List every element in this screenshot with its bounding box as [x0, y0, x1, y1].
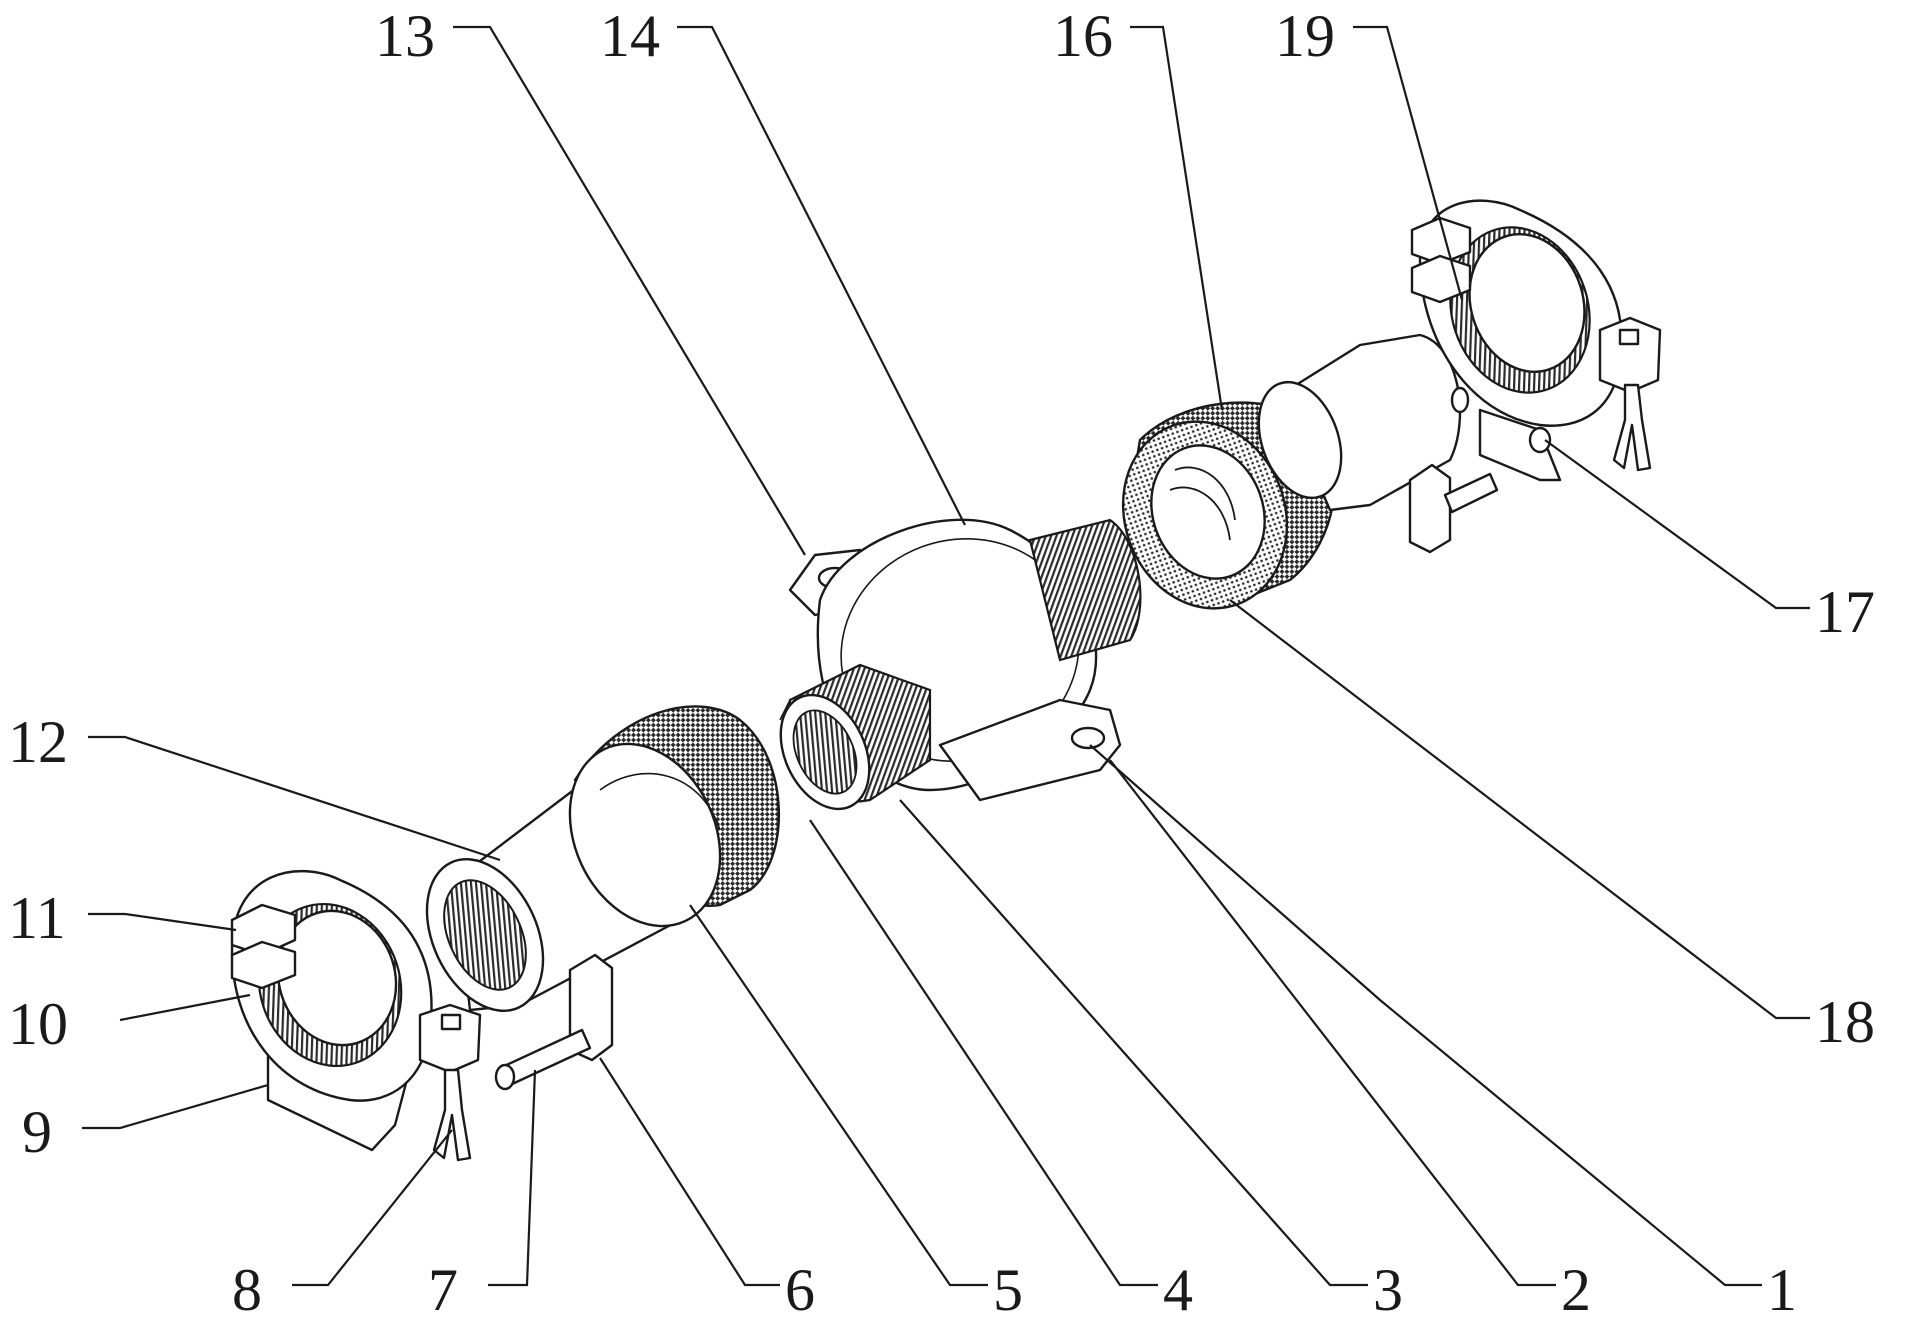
callout-1: 1 [1767, 1257, 1797, 1323]
callout-13: 13 [375, 3, 435, 69]
central-body [763, 506, 1140, 824]
leader-17 [1545, 440, 1810, 608]
leader-16 [1130, 27, 1222, 410]
callout-10: 10 [8, 991, 68, 1057]
leader-5 [690, 905, 988, 1285]
callout-17: 17 [1815, 579, 1875, 645]
callout-16: 16 [1053, 3, 1113, 69]
leader-3 [900, 800, 1368, 1285]
callout-12: 12 [8, 709, 68, 775]
leader-7 [488, 1070, 535, 1285]
lower-flange-hole [1072, 728, 1104, 748]
right-clamp-wing-bolt [1614, 385, 1650, 470]
callout-5: 5 [993, 1257, 1023, 1323]
leader-4 [810, 820, 1158, 1285]
callout-19: 19 [1275, 3, 1335, 69]
leader-18 [1230, 600, 1810, 1018]
left-pipe-pin-end [496, 1065, 514, 1089]
callout-14: 14 [600, 3, 660, 69]
right-clamp-latch-slot [1620, 330, 1638, 344]
right-pipe-stud [1452, 388, 1468, 412]
right-pipe-pin [1445, 474, 1497, 512]
callout-18: 18 [1815, 989, 1875, 1055]
right-clamp-bracket-hole [1530, 428, 1550, 452]
callout-4: 4 [1163, 1257, 1193, 1323]
callout-7: 7 [428, 1257, 458, 1323]
callout-2: 2 [1561, 1257, 1591, 1323]
leader-2 [1110, 760, 1556, 1285]
leader-1 [1090, 745, 1762, 1285]
callout-11: 11 [8, 885, 66, 951]
left-clamp-latch-slot [442, 1015, 460, 1029]
leader-14 [677, 27, 965, 525]
callout-9: 9 [22, 1099, 52, 1165]
leader-12 [88, 737, 500, 860]
leader-6 [600, 1058, 780, 1285]
leader-10 [120, 995, 250, 1020]
callout-6: 6 [785, 1257, 815, 1323]
right-pipe-lug [1410, 465, 1450, 552]
callout-8: 8 [232, 1257, 262, 1323]
leader-9 [82, 1085, 268, 1128]
callout-3: 3 [1373, 1257, 1403, 1323]
leader-11 [88, 914, 236, 930]
